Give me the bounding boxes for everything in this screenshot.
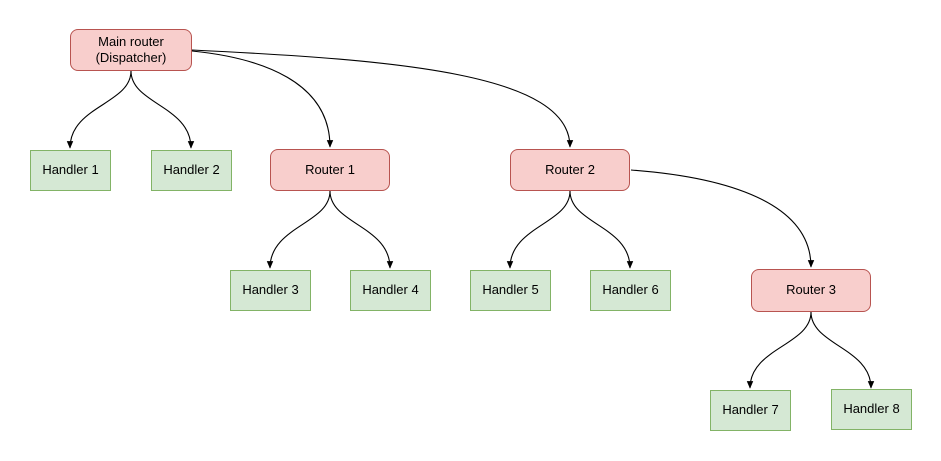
node-handler-7: Handler 7 (710, 390, 791, 431)
edge-router2-to-handler6 (569, 190, 634, 269)
edge-router2-to-handler5 (506, 190, 571, 269)
node-handler-5: Handler 5 (470, 270, 551, 311)
node-handler-6: Handler 6 (590, 270, 671, 311)
node-handler-3: Handler 3 (230, 270, 311, 311)
node-main-router: Main router (Dispatcher) (70, 29, 192, 71)
edge-main-to-handler1 (66, 70, 132, 149)
node-handler-8: Handler 8 (831, 389, 912, 430)
edge-router3-to-handler8 (810, 311, 875, 389)
edge-main-to-router1 (191, 50, 334, 148)
edge-main-to-router2 (191, 49, 574, 148)
node-router-2: Router 2 (510, 149, 630, 191)
node-router-3: Router 3 (751, 269, 871, 312)
node-handler-2: Handler 2 (151, 150, 232, 191)
edge-router2-to-router3 (630, 169, 815, 268)
node-router-1: Router 1 (270, 149, 390, 191)
edge-router3-to-handler7 (746, 311, 812, 389)
node-handler-4: Handler 4 (350, 270, 431, 311)
node-handler-1: Handler 1 (30, 150, 111, 191)
edge-main-to-handler2 (130, 70, 195, 149)
edge-router1-to-handler3 (266, 190, 331, 269)
edge-router1-to-handler4 (329, 190, 394, 269)
